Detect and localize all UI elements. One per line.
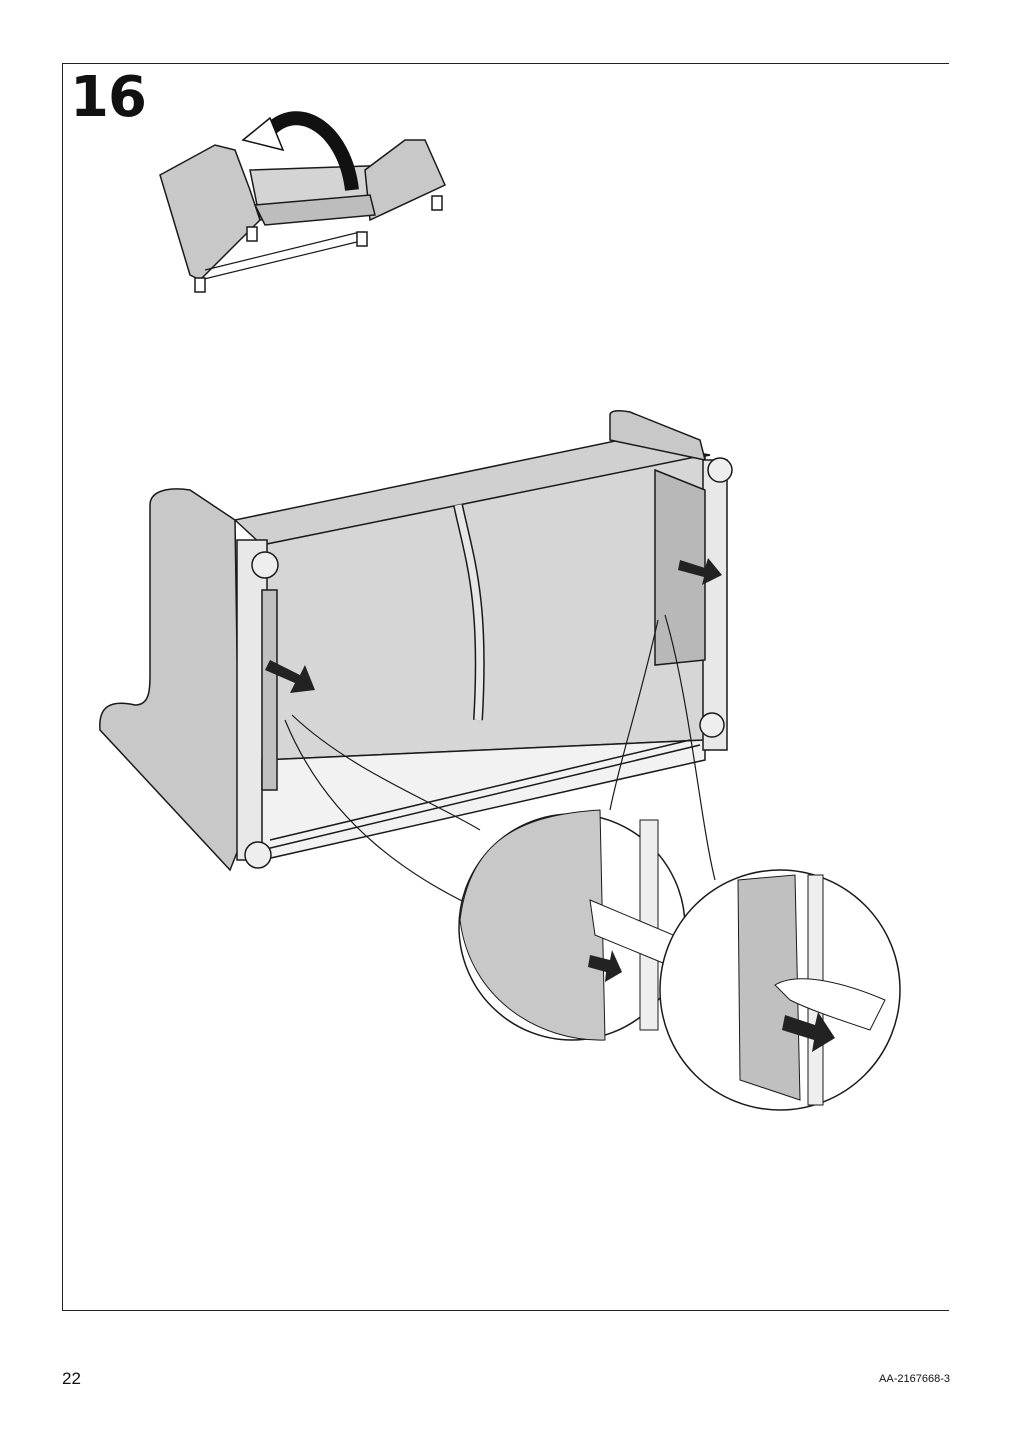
step-number: 16 (70, 65, 147, 130)
detail-zoom-circle (659, 869, 901, 1111)
step-frame (62, 63, 949, 1311)
detail-zoom-circle (458, 809, 686, 1041)
sofa-illustration (99, 410, 733, 872)
page-number: 22 (62, 1369, 81, 1388)
rotate-arrow-icon (241, 111, 359, 192)
small-sofa-illustration (159, 139, 446, 293)
pull-arrow-icon (265, 558, 722, 693)
zoom-leader-lines (284, 614, 716, 906)
hand-icon (774, 978, 886, 1031)
document-id: AA-2167668-3 (879, 1373, 950, 1385)
